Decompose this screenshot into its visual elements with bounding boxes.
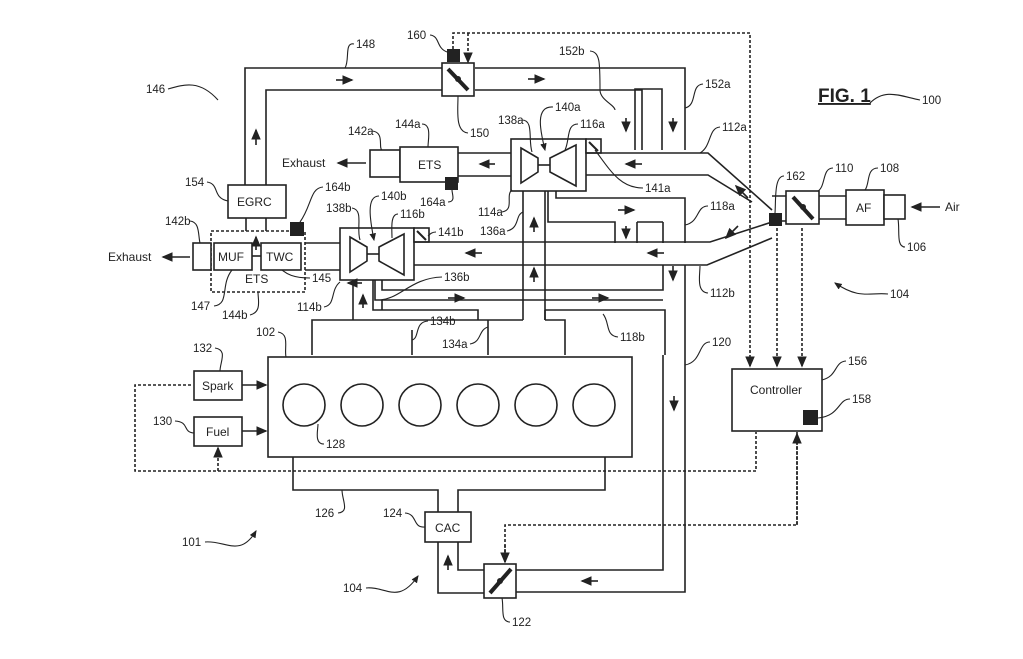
ref-158: 158 [852, 394, 871, 406]
twc-box [260, 242, 302, 271]
intake-throttle[interactable] [483, 563, 517, 599]
egr-passage [244, 67, 686, 185]
figure-title: FIG. 1 [818, 86, 871, 107]
ref-116b: 116b [400, 209, 425, 221]
ref-144a: 144a [395, 119, 421, 131]
twc-label: TWC [266, 250, 294, 264]
ref-104-lower: 104 [343, 583, 363, 595]
ref-138b: 138b [326, 203, 352, 215]
air-label: Air [945, 200, 960, 214]
main-throttle[interactable] [785, 190, 820, 225]
ref-154: 154 [185, 177, 205, 189]
ets-b-label: ETS [245, 272, 268, 286]
ref-118a: 118a [710, 201, 735, 213]
ref-130: 130 [153, 416, 172, 428]
spark-label: Spark [202, 379, 234, 393]
ref-160: 160 [407, 30, 426, 42]
ref-148: 148 [356, 39, 375, 51]
memory-chip [803, 410, 818, 425]
ref-140b: 140b [381, 191, 407, 203]
turbocharger-a [510, 138, 602, 192]
intake-sensor [769, 213, 782, 226]
ref-145: 145 [312, 273, 331, 285]
cylinder [398, 383, 442, 427]
ref-108: 108 [880, 163, 899, 175]
cylinder [282, 383, 326, 427]
ref-150: 150 [470, 128, 489, 140]
ref-141b: 141b [438, 227, 464, 239]
ref-116a: 116a [580, 119, 605, 131]
turbocharger-b [339, 227, 430, 281]
sensor-b [290, 222, 304, 236]
ref-162: 162 [786, 171, 805, 183]
ref-136a: 136a [480, 226, 506, 238]
air-inlet [883, 194, 906, 220]
exhaust-label-b: Exhaust [108, 250, 152, 264]
spark-box [193, 370, 243, 401]
cylinder [572, 383, 616, 427]
ref-142b: 142b [165, 216, 191, 228]
ref-114a: 114a [478, 207, 503, 219]
muf-box [213, 242, 253, 271]
engine-block [267, 356, 633, 458]
ref-118b: 118b [620, 332, 645, 344]
ref-134a: 134a [442, 339, 468, 351]
egr-valve[interactable] [441, 62, 475, 97]
ref-140a: 140a [555, 102, 581, 114]
ref-152b: 152b [559, 46, 585, 58]
exhaust-outlet-a [369, 149, 401, 178]
ref-144b: 144b [222, 310, 248, 322]
cylinder [456, 383, 500, 427]
air-filter-box [845, 189, 885, 226]
cac-label: CAC [435, 521, 461, 535]
ref-106: 106 [907, 242, 926, 254]
ref-114b: 114b [297, 302, 322, 314]
ref-124: 124 [383, 508, 403, 520]
ref-126: 126 [315, 508, 334, 520]
exhaust-label-a: Exhaust [282, 156, 326, 170]
ref-101: 101 [182, 537, 201, 549]
ref-152a: 152a [705, 79, 731, 91]
ref-102: 102 [256, 327, 275, 339]
ref-132: 132 [193, 343, 212, 355]
ref-156: 156 [848, 356, 867, 368]
exhaust-outlet-b [192, 242, 212, 271]
ref-141a: 141a [645, 183, 671, 195]
ref-138a: 138a [498, 115, 524, 127]
ets-a-label: ETS [418, 158, 441, 172]
flow-arrow [724, 225, 739, 240]
cylinder [514, 383, 558, 427]
ets-a-box [399, 146, 459, 183]
ref-142a: 142a [348, 126, 374, 138]
ref-100: 100 [922, 95, 941, 107]
ref-164b: 164b [325, 182, 351, 194]
air-filter-label: AF [856, 201, 871, 215]
ref-112a: 112a [722, 122, 747, 134]
ref-128: 128 [326, 439, 345, 451]
ref-147: 147 [191, 301, 210, 313]
ref-122: 122 [512, 617, 531, 629]
muf-label: MUF [218, 250, 244, 264]
ref-146: 146 [146, 84, 165, 96]
ref-136b: 136b [444, 272, 470, 284]
controller-label: Controller [750, 383, 802, 397]
sensor-a [445, 177, 458, 190]
ref-112b: 112b [710, 288, 735, 300]
ref-120: 120 [712, 337, 731, 349]
egr-sensor [447, 49, 460, 62]
flow-arrow [734, 184, 749, 199]
ref-104-upper: 104 [890, 289, 910, 301]
egrc-label: EGRC [237, 195, 272, 209]
ref-164a: 164a [420, 197, 446, 209]
fuel-box [193, 416, 243, 447]
reference-numerals: 100 146 148 160 150 152b 152a 142a 144a … [146, 30, 941, 629]
ref-110: 110 [835, 163, 853, 175]
ref-134b: 134b [430, 316, 456, 328]
fuel-label: Fuel [206, 425, 229, 439]
cylinder [340, 383, 384, 427]
egrc-box [227, 184, 287, 219]
